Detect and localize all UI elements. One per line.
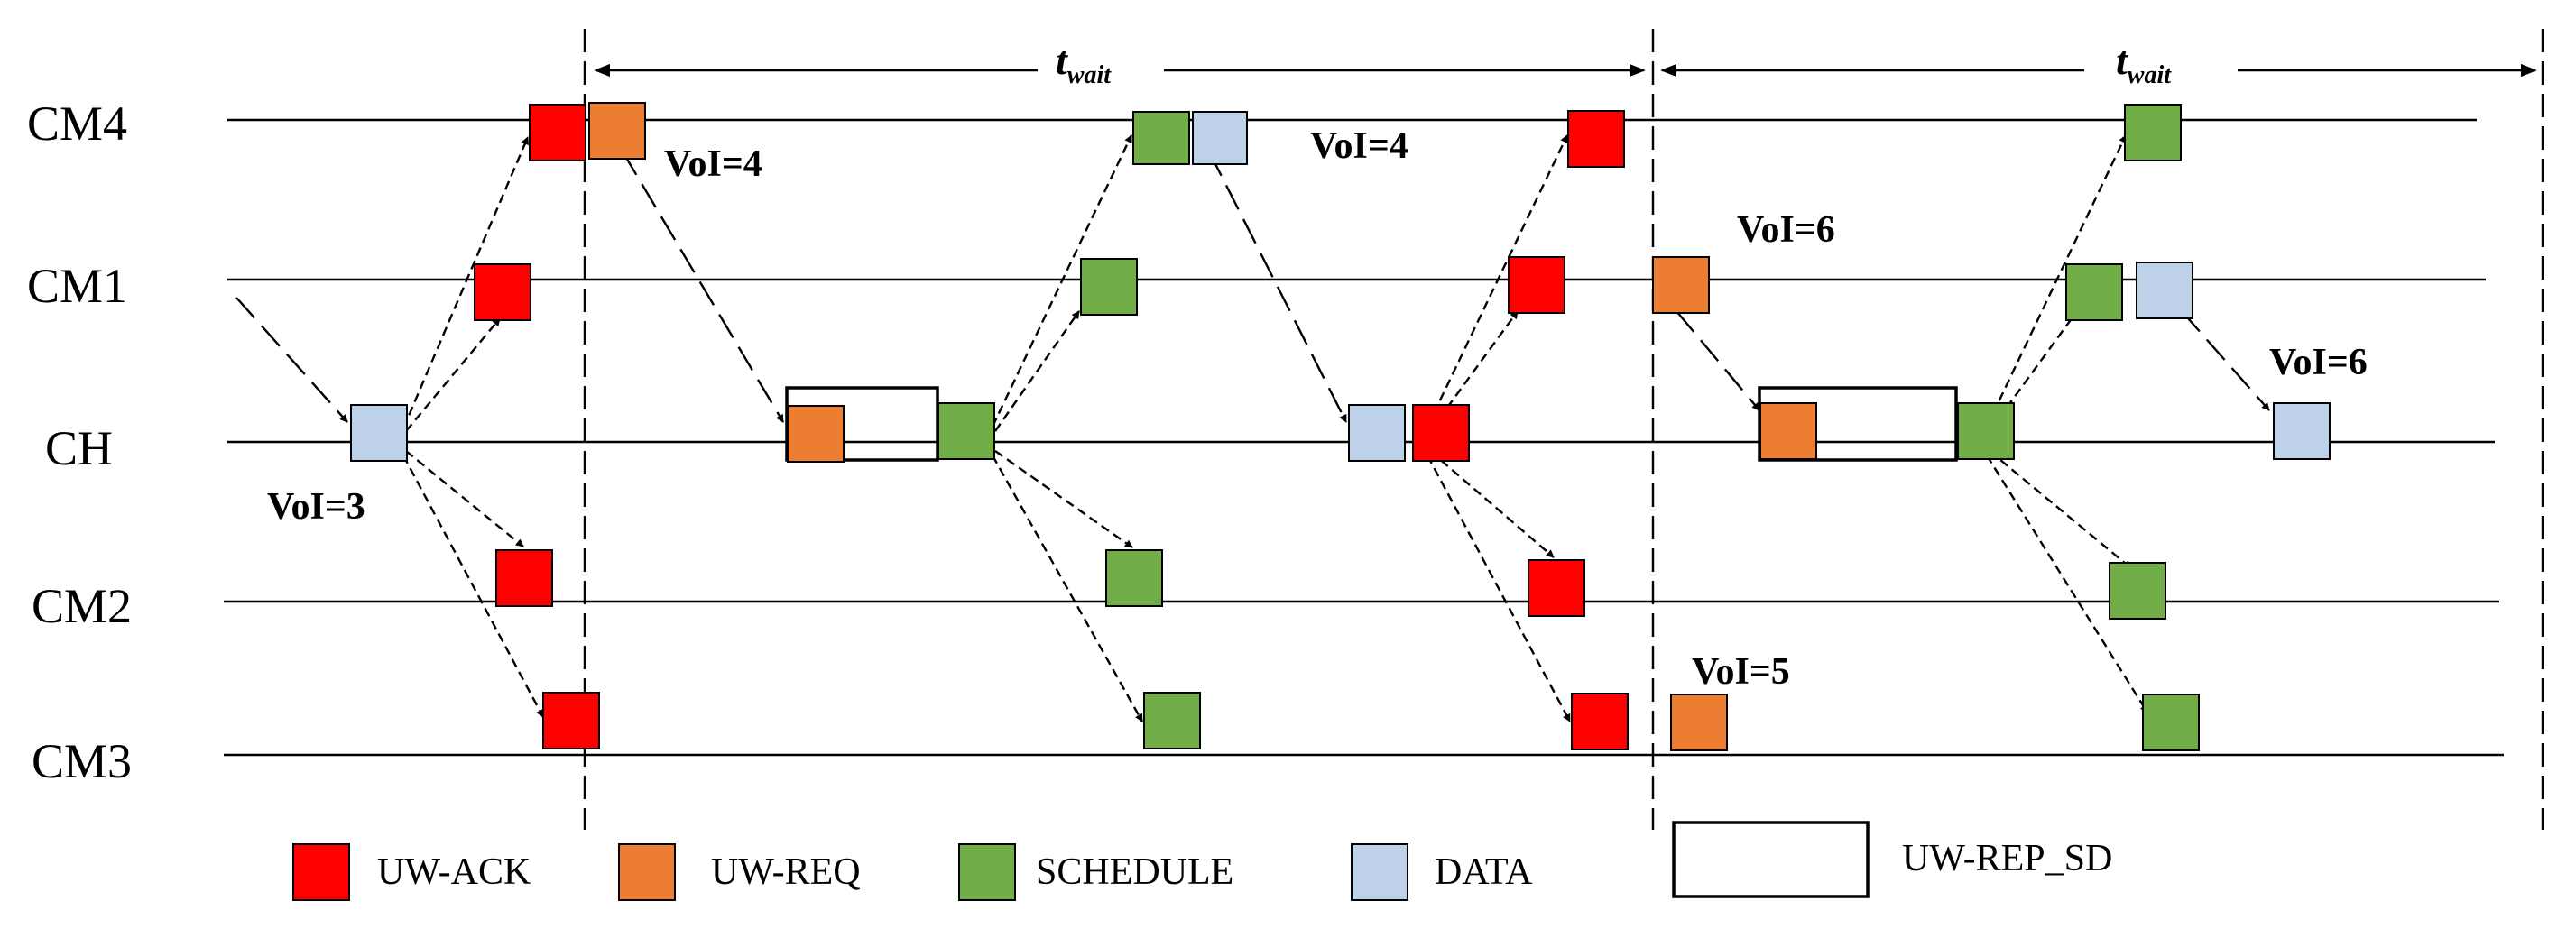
legend-schedule-swatch [958, 843, 1016, 901]
schedule-packet [1143, 692, 1201, 749]
arrow-ch-to-cm2-schedule-2 [1989, 450, 2132, 569]
uw-req-packet [1652, 256, 1710, 314]
schedule-packet [2142, 694, 2200, 751]
voi-label: VoI=6 [2269, 342, 2368, 383]
uw-req-packet [1670, 694, 1728, 751]
data-packet [2273, 402, 2331, 460]
arrow-ch-to-cm1-ack [405, 317, 501, 432]
uw-ack-packet [1567, 110, 1625, 168]
arrow-ch-to-cm1-schedule [994, 310, 1080, 432]
schedule-packet [2109, 562, 2166, 620]
schedule-packet [937, 402, 995, 460]
schedule-packet [1105, 549, 1163, 607]
data-packet [1192, 111, 1248, 165]
arrow-ch-to-cm4-schedule [991, 134, 1133, 428]
lane-label-cm1: CM1 [27, 259, 127, 313]
legend-data-swatch [1351, 843, 1408, 901]
uw-ack-packet [529, 104, 586, 161]
legend-schedule-label: SCHEDULE [1036, 851, 1233, 893]
arrow-ch-to-cm3-schedule [991, 455, 1144, 722]
uw-req-packet [1759, 402, 1817, 460]
uw-ack-packet [542, 692, 600, 749]
arrow-ch-to-cm3-ack-2 [1426, 455, 1572, 722]
twait-label-1: twait [1056, 37, 1112, 89]
schedule-packet [2065, 263, 2123, 321]
arrow-ch-to-cm4-ack [402, 136, 530, 429]
voi-label: VoI=4 [664, 143, 762, 185]
long-dash-arrows [235, 151, 2270, 423]
voi-label: VoI=3 [267, 486, 365, 528]
twait-label-2: twait [2116, 37, 2172, 89]
arrow-cm1-data-to-ch [235, 297, 348, 423]
legend-uw-req-label: UW-REQ [711, 851, 861, 893]
arrow-ch-to-cm4-schedule-2 [1985, 134, 2128, 428]
uw-ack-packet [474, 263, 531, 321]
uw-req-packet [787, 405, 845, 463]
voi-label: VoI=4 [1310, 125, 1408, 167]
arrow-ch-to-cm1-schedule-2 [1989, 310, 2078, 432]
uw-req-packet [588, 102, 646, 160]
arrow-cm1-req-to-ch [1676, 310, 1760, 411]
legend-uw-ack-label: UW-ACK [377, 851, 531, 893]
arrow-ch-to-cm2-ack-2 [1429, 450, 1555, 558]
lane-label-cm4: CM4 [27, 97, 127, 151]
voi-label: VoI=5 [1692, 651, 1790, 693]
schedule-packet [1132, 111, 1190, 165]
arrow-ch-to-cm3-ack [402, 455, 545, 718]
data-packet [1348, 404, 1406, 462]
arrow-ch-to-cm3-schedule-2 [1985, 455, 2149, 713]
legend-uw-req-swatch [618, 843, 676, 901]
uw-ack-packet [1571, 693, 1629, 750]
data-packet [2136, 262, 2193, 319]
schedule-packet [2124, 104, 2182, 161]
legend-uw-rep-sd-swatch [1672, 821, 1870, 898]
arrow-ch-to-cm1-ack-2 [1429, 310, 1519, 432]
arrow-ch-to-cm4-ack-2 [1426, 134, 1569, 428]
uw-ack-packet [1508, 256, 1565, 314]
short-dash-arrows [402, 134, 2149, 722]
legend-data-label: DATA [1435, 851, 1533, 893]
arrow-ch-to-cm2-ack [405, 450, 524, 547]
uw-ack-packet [1528, 559, 1585, 617]
schedule-packet [1080, 258, 1138, 316]
legend: UW-ACK UW-REQ SCHEDULE DATA UW-REP_SD [292, 821, 2112, 901]
uw-ack-packet [495, 549, 553, 607]
arrow-cm1-data-to-ch-2 [2181, 310, 2270, 411]
lane-label-cm2: CM2 [32, 579, 132, 633]
arrow-ch-to-cm2-schedule [994, 450, 1133, 548]
arrow-cm4-req-to-ch [621, 151, 785, 423]
schedule-packet [1957, 402, 2015, 460]
uw-ack-packet [1412, 404, 1470, 462]
legend-uw-ack-swatch [292, 843, 350, 901]
legend-uw-rep-sd-label: UW-REP_SD [1902, 838, 2112, 879]
arrow-cm4-data-to-ch [1207, 151, 1348, 423]
lane-label-ch: CH [45, 421, 113, 475]
lane-label-cm3: CM3 [32, 734, 132, 788]
data-packet [350, 404, 408, 462]
voi-label: VoI=6 [1737, 209, 1835, 251]
